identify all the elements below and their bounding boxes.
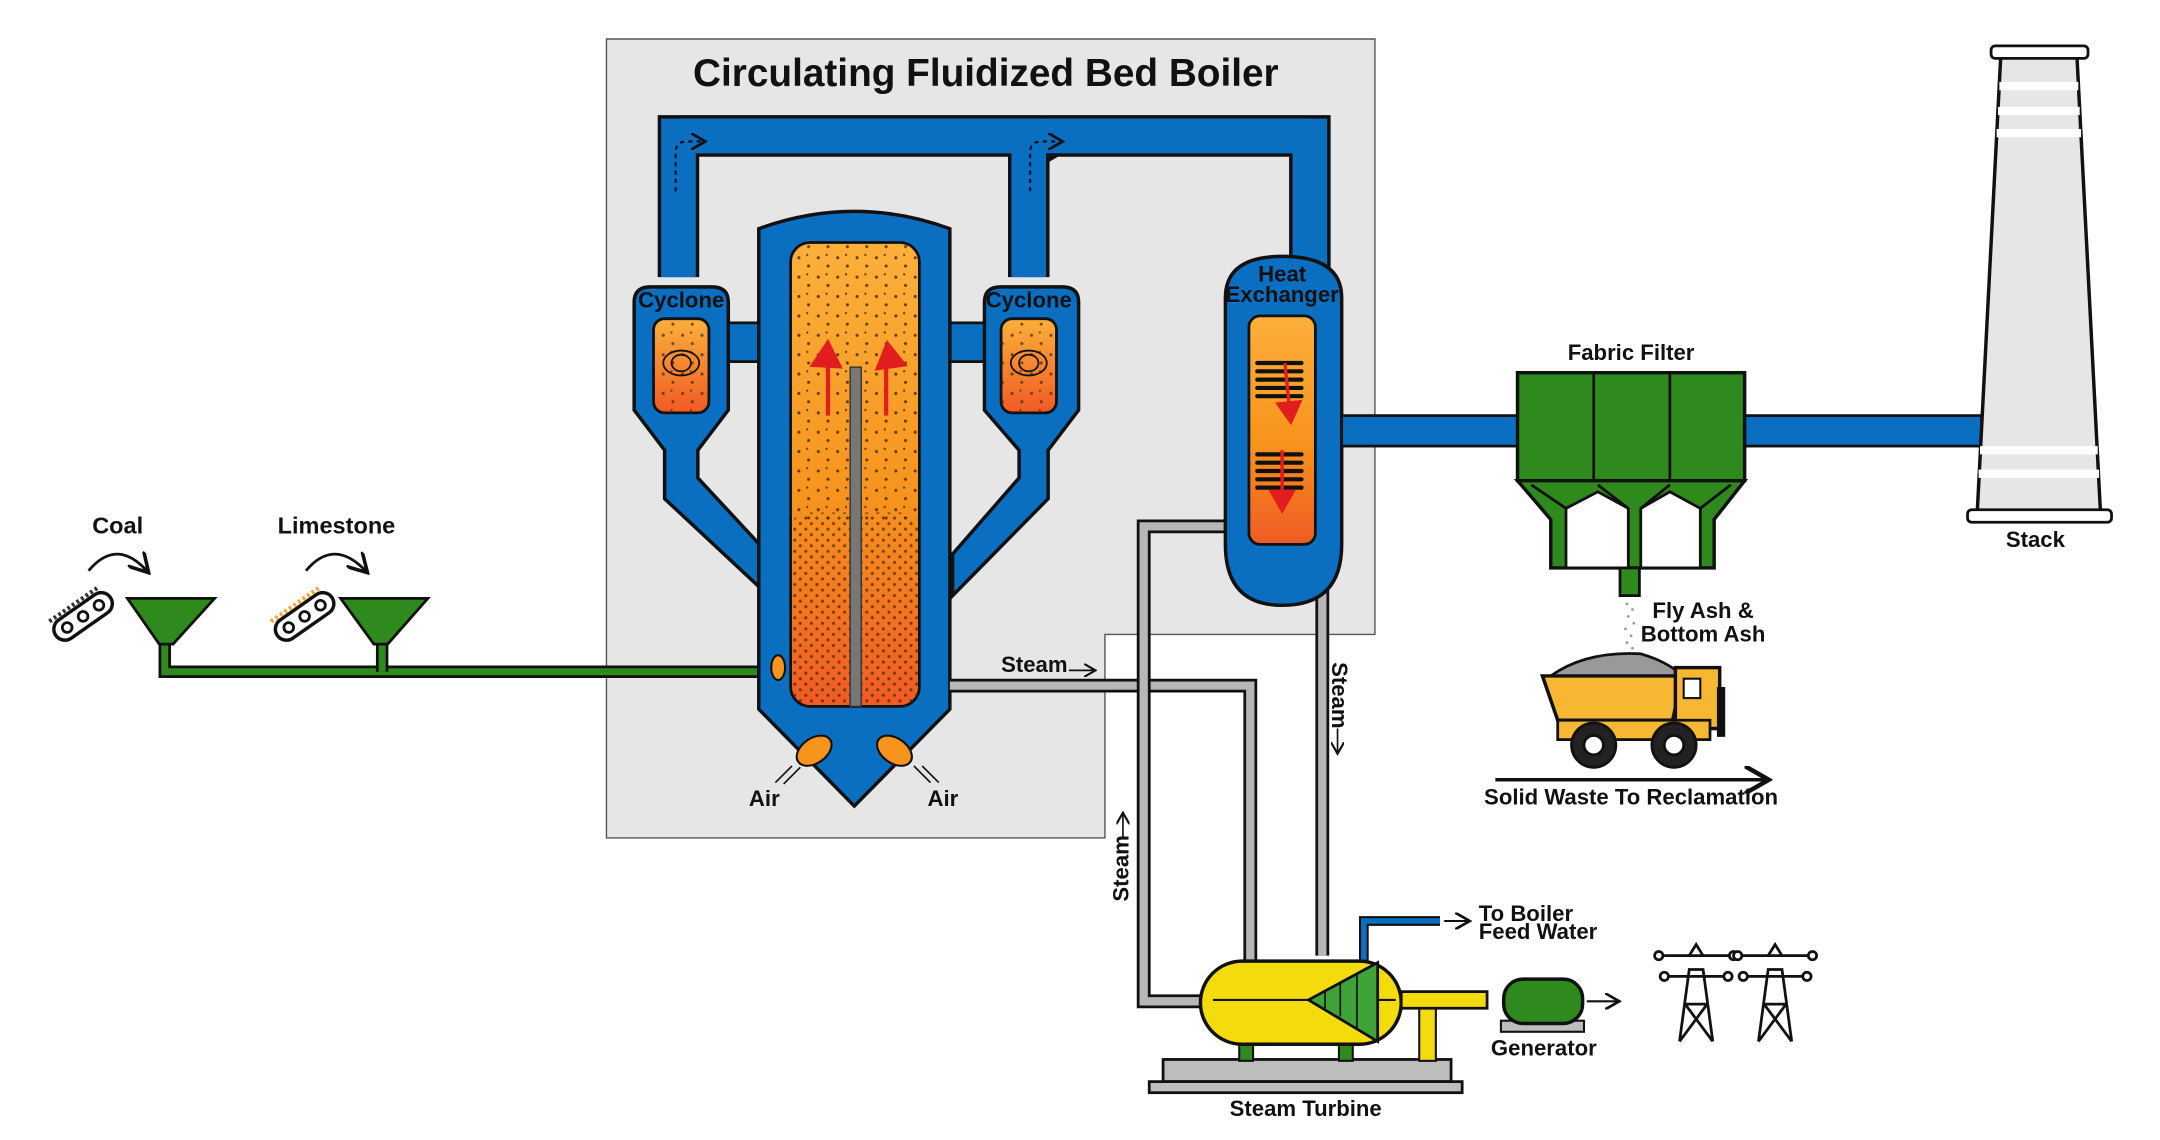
fly-ash-label-line2: Bottom Ash: [1641, 621, 1766, 646]
air-right-label: Air: [928, 786, 959, 811]
limestone-conveyor-icon: [269, 584, 336, 642]
coal-conveyor-icon: [48, 584, 115, 642]
steam-vertical-left-label: Steam: [1108, 835, 1133, 901]
cyclone-left-label: Cyclone: [638, 288, 724, 313]
heat-exchanger-label-line1: Heat: [1258, 261, 1307, 286]
fly-ash-label-line1: Fly Ash &: [1652, 598, 1753, 623]
generator-icon: [1499, 977, 1617, 1033]
boiler-title: Circulating Fluidized Bed Boiler: [693, 52, 1279, 95]
to-boiler-label-line2: Feed Water: [1479, 919, 1598, 944]
steam-horizontal-label: Steam: [1001, 652, 1067, 677]
dump-truck-icon: [1540, 652, 1726, 769]
air-left-label: Air: [749, 786, 780, 811]
heat-exchanger-label-line2: Exchanger: [1226, 282, 1340, 307]
stack: [1966, 44, 2113, 524]
stack-label: Stack: [2006, 527, 2066, 552]
steam-turbine-label: Steam Turbine: [1230, 1096, 1382, 1121]
fabric-filter: [1513, 370, 1749, 598]
transmission-tower-icon: [1653, 941, 1740, 1043]
exhaust-duct: [1340, 414, 1983, 448]
steam-turbine: [1147, 959, 1489, 1095]
to-boiler-label-line1: To Boiler: [1479, 901, 1574, 926]
limestone-arrow: [304, 554, 366, 571]
cyclone-right-label: Cyclone: [986, 288, 1072, 313]
transmission-tower-icon: [1732, 941, 1818, 1043]
hopper-icon: [124, 597, 218, 646]
limestone-label: Limestone: [278, 512, 396, 538]
cyclone-left: [632, 285, 771, 600]
generator-label: Generator: [1491, 1035, 1597, 1060]
air-left: [774, 765, 801, 785]
furnace: [757, 209, 952, 809]
air-right: [913, 765, 940, 784]
fabric-filter-label: Fabric Filter: [1568, 340, 1695, 365]
heat-exchanger: [1223, 254, 1344, 608]
cyclone-right: [950, 285, 1081, 600]
falling-ash: [1624, 602, 1636, 657]
coal-label: Coal: [92, 512, 143, 538]
hopper-icon: [337, 597, 431, 646]
top-duct: [657, 115, 1331, 278]
feed-water-line: [1359, 921, 1468, 970]
coal-arrow: [87, 554, 147, 571]
steam-vertical-right-label: Steam: [1327, 662, 1352, 728]
solid-waste-label: Solid Waste To Reclamation: [1484, 785, 1778, 810]
